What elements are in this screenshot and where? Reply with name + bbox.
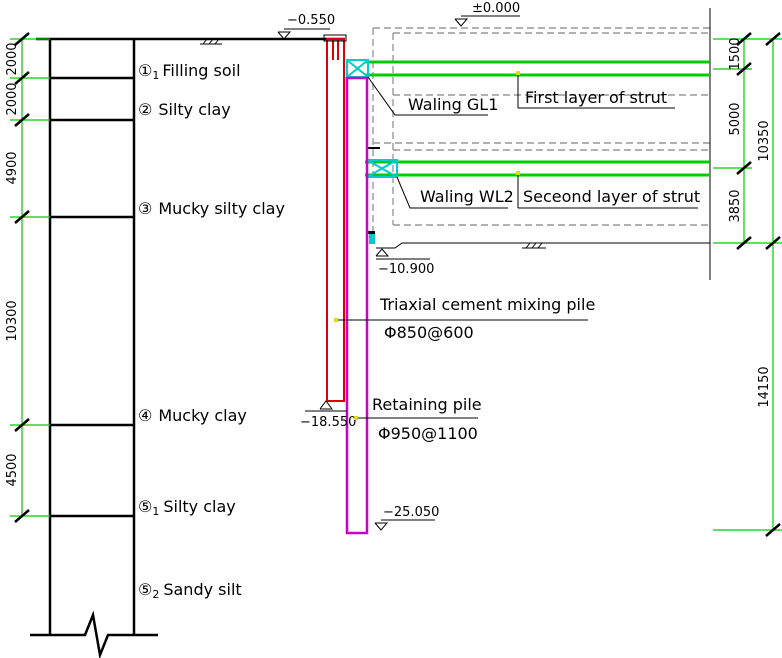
label-retaining-pile: Retaining pile — [372, 395, 482, 414]
break-line — [30, 610, 158, 658]
dim-layer-3: 4900 — [5, 151, 20, 184]
right-dimension-inner — [713, 38, 782, 244]
elev-marker-top-of-wall: −0.550 — [277, 13, 335, 40]
excavation-outline-dashed — [372, 27, 710, 238]
strut-first-layer — [365, 60, 710, 77]
label-waling-gl1: Waling GL1 — [408, 95, 498, 114]
leader-strut-1 — [517, 73, 675, 109]
dim-right-1500: 1500 — [728, 37, 743, 70]
label-waling-wl2: Waling WL2 — [420, 187, 514, 206]
dim-right-10350: 10350 — [757, 120, 772, 161]
svg-text:−10.900: −10.900 — [378, 262, 434, 277]
svg-text:−25.050: −25.050 — [383, 505, 439, 520]
dim-layer-5: 4500 — [5, 453, 20, 486]
label-mixing-pile-spec: Φ850@600 — [384, 323, 474, 342]
right-dimension-ticks — [736, 32, 781, 537]
waling-gl1 — [346, 59, 369, 78]
left-dimension-ticks — [14, 32, 30, 523]
svg-text:−0.550: −0.550 — [287, 13, 335, 28]
elev-marker-excavation-bottom: −10.900 — [375, 248, 434, 277]
right-dimension-outer — [713, 38, 782, 531]
svg-text:−18.550: −18.550 — [300, 415, 356, 430]
dim-layer-4: 10300 — [5, 300, 20, 341]
label-strut-2: Seceond layer of strut — [523, 187, 700, 206]
mixing-pile — [326, 38, 345, 402]
soil-column — [30, 37, 345, 658]
ground-hatch-left — [200, 38, 222, 45]
elev-marker-mixing-pile-bottom: −18.550 — [300, 400, 356, 430]
retaining-pile — [345, 76, 369, 535]
dim-right-5000: 5000 — [728, 102, 743, 135]
label-mixing-pile: Triaxial cement mixing pile — [379, 295, 595, 314]
leader-waling-gl1 — [367, 76, 488, 116]
dim-layer-1: 2000 — [5, 42, 20, 75]
strut-second-layer — [365, 160, 710, 177]
label-strut-1: First layer of strut — [525, 88, 667, 107]
small-black-mark-1 — [366, 147, 380, 149]
leader-waling-wl2 — [396, 176, 508, 209]
dim-right-14150: 14150 — [757, 366, 772, 407]
svg-text:±0.000: ±0.000 — [472, 1, 520, 16]
dim-right-3850: 3850 — [728, 189, 743, 222]
excavation-bottom — [376, 242, 710, 249]
wall-cap — [323, 34, 347, 42]
small-cyan-block — [369, 234, 375, 244]
label-retaining-pile-spec: Φ950@1100 — [378, 424, 478, 443]
ground-hatch-bottom — [522, 242, 546, 249]
dim-layer-2: 2000 — [5, 82, 20, 115]
small-black-mark-2 — [367, 231, 375, 234]
leader-strut-2 — [517, 173, 698, 209]
elev-marker-ground: ±0.000 — [454, 1, 520, 27]
elev-marker-retaining-pile-bottom: −25.050 — [374, 505, 439, 531]
